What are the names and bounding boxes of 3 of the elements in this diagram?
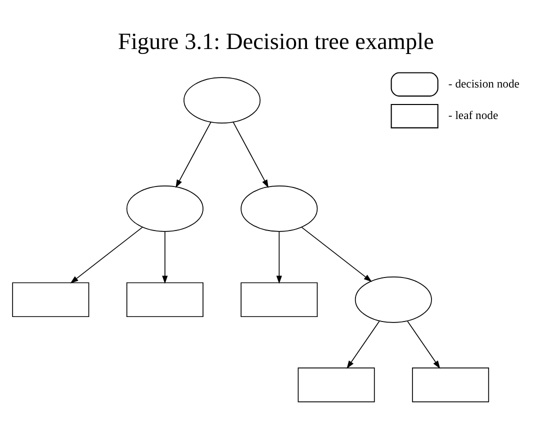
diagram-title: Figure 3.1: Decision tree example <box>118 29 434 56</box>
legend-label: - leaf node <box>448 109 498 122</box>
legend-label: - decision node <box>448 77 520 90</box>
